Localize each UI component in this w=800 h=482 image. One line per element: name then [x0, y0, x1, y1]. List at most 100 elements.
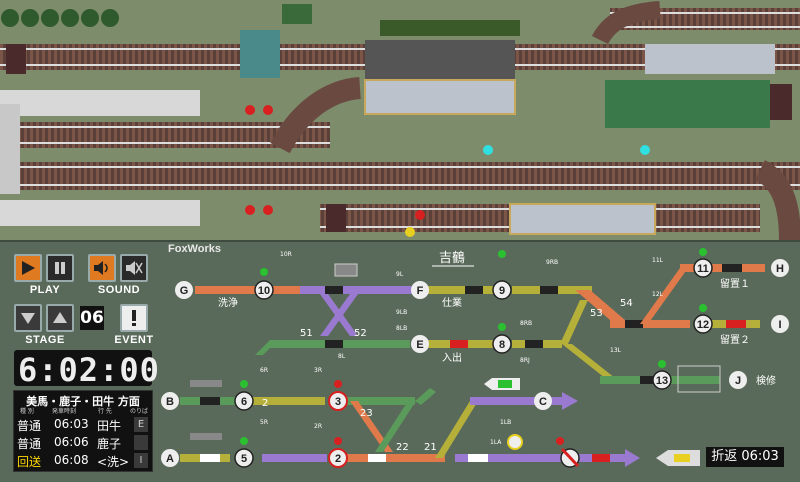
board-row: 回送 06:08 <洗> I — [17, 452, 149, 469]
label-3r: 3R — [314, 367, 322, 374]
row-platform: E — [134, 417, 148, 432]
label-ryuuchi1: 留置１ — [720, 277, 750, 290]
label-9rb: 9RB — [546, 259, 558, 266]
column-type: 種 別 — [20, 408, 34, 415]
signal-10[interactable] — [254, 280, 274, 300]
signal-3[interactable] — [328, 391, 348, 411]
node-h[interactable] — [771, 259, 789, 277]
row-dest: 鹿子 — [97, 437, 122, 451]
play-button[interactable] — [14, 254, 42, 282]
node-j-label: J — [735, 375, 741, 387]
label-kenshu: 検修 — [756, 374, 776, 387]
play-label: PLAY — [29, 284, 61, 296]
node-c[interactable] — [534, 392, 552, 410]
signal-8-label: 8 — [499, 339, 505, 351]
signal-levers: 10 9 8 6 5 3 2 11 12 13 — [234, 258, 713, 468]
signal-6-label: 6 — [241, 396, 247, 408]
label-51: 51 — [300, 328, 313, 339]
board-row: 普通 06:06 鹿子 — [17, 434, 149, 451]
signal-8[interactable] — [492, 334, 512, 354]
sound-off-button[interactable] — [120, 254, 148, 282]
brand-logo: FoxWorks — [168, 243, 221, 255]
signal-1la[interactable] — [507, 434, 523, 450]
signal-3-label: 3 — [335, 396, 341, 408]
node-c-label: C — [539, 396, 547, 408]
signal-2[interactable] — [328, 448, 348, 468]
label-10r: 10R — [280, 251, 292, 258]
label-52: 52 — [354, 328, 367, 339]
stage-number: 06 — [80, 306, 104, 330]
track-lines — [0, 1, 800, 241]
pause-button[interactable] — [46, 254, 74, 282]
label-2r: 2R — [314, 423, 322, 430]
route-endpoints: G F E B A C H I J — [161, 259, 789, 467]
row-time: 06:03 — [54, 417, 89, 431]
node-b-label: B — [166, 396, 174, 408]
row-time: 06:06 — [54, 435, 89, 449]
label-54: 54 — [620, 298, 633, 309]
signal-13[interactable] — [652, 370, 672, 390]
node-g-label: G — [180, 285, 189, 297]
signal-12[interactable] — [693, 314, 713, 334]
label-8rj: 8RJ — [520, 357, 530, 364]
node-i[interactable] — [771, 315, 789, 333]
row-dest: <洗> — [97, 455, 130, 469]
platform-marker — [190, 433, 222, 440]
label-8lb: 8LB — [396, 325, 407, 332]
stage-up-button[interactable] — [46, 304, 74, 332]
node-f-label: F — [417, 285, 424, 297]
node-h-label: H — [776, 263, 784, 275]
row-type: 普通 — [17, 419, 42, 433]
departure-board: 美馬・鹿子・田牛 方面 種 別 発車時刻 行 先 のりば 普通 06:03 田牛… — [13, 390, 153, 472]
node-a[interactable] — [161, 449, 179, 467]
label-22: 22 — [396, 442, 409, 453]
label-21: 21 — [424, 442, 437, 453]
event-button[interactable] — [120, 304, 148, 332]
lever-labels: 10R 9L 9LB 8LB 8L 6R 5R 3R 2R 9RB 8RB 8R… — [260, 251, 664, 446]
node-j[interactable] — [729, 371, 747, 389]
shed-roof — [380, 20, 520, 36]
track-a-line — [180, 392, 640, 467]
signal-11[interactable] — [693, 258, 713, 278]
wash-indicator — [334, 263, 358, 277]
sound-on-button[interactable] — [88, 254, 116, 282]
node-a-label: A — [166, 453, 174, 465]
triangle-up-icon — [53, 312, 67, 323]
label-6r: 6R — [260, 367, 268, 374]
stage-label: STAGE — [25, 334, 65, 346]
sound-label: SOUND — [97, 284, 141, 296]
label-iride: 入出 — [442, 351, 462, 364]
pause-icon — [55, 262, 65, 274]
signal-6[interactable] — [234, 391, 254, 411]
label-wash: 洗浄 — [218, 296, 238, 309]
label-13l: 13L — [610, 347, 622, 354]
signal-5[interactable] — [234, 448, 254, 468]
signal-9[interactable] — [492, 280, 512, 300]
turnaround-info: 折返 06:03 — [706, 447, 784, 467]
platform-marker — [190, 380, 222, 387]
row-type: 回送 — [17, 455, 42, 469]
node-b[interactable] — [161, 392, 179, 410]
label-shiwaza: 仕業 — [442, 296, 462, 309]
track-b-line — [180, 388, 436, 452]
yard-scene — [0, 0, 800, 241]
row-time: 06:08 — [54, 453, 89, 467]
depot-shed — [365, 40, 515, 80]
label-12l: 12L — [652, 291, 664, 298]
stage-down-button[interactable] — [14, 304, 42, 332]
row-type: 普通 — [17, 437, 42, 451]
label-23: 23 — [360, 408, 373, 419]
node-f[interactable] — [411, 281, 429, 299]
node-e[interactable] — [411, 335, 429, 353]
row-platform: I — [134, 453, 148, 468]
exclamation-icon — [132, 310, 136, 326]
row-platform — [134, 435, 148, 450]
node-g[interactable] — [175, 281, 193, 299]
board-header: 美馬・鹿子・田牛 方面 — [26, 395, 140, 408]
speaker-mute-icon — [126, 261, 143, 275]
board-row: 普通 06:03 田牛 E — [17, 416, 149, 433]
row-dest: 田牛 — [97, 419, 122, 433]
label-9l: 9L — [396, 271, 404, 278]
label-8l: 8L — [338, 353, 346, 360]
track-h-line — [640, 264, 765, 328]
